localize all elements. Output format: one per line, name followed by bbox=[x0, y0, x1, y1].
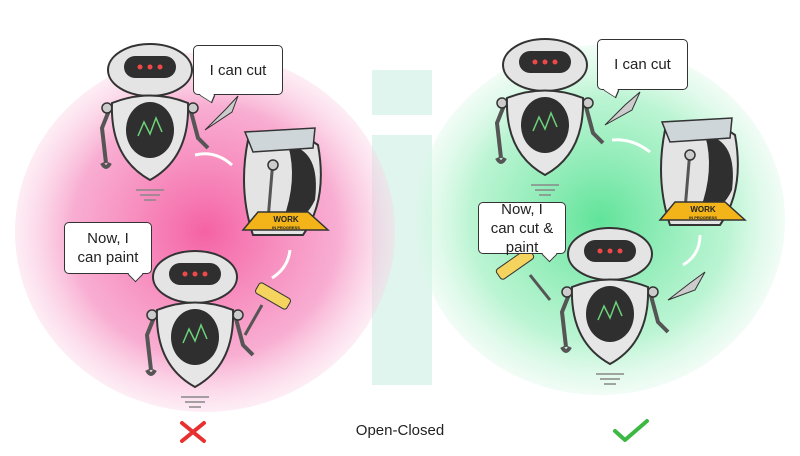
knife-icon bbox=[204, 95, 239, 131]
green-check-icon bbox=[613, 419, 649, 442]
caption: Open-Closed bbox=[355, 422, 445, 439]
wip-sign-title: WORK bbox=[690, 205, 716, 214]
arrow-icon bbox=[271, 249, 292, 280]
speech-bubble-left-bottom: Now, I can paint bbox=[64, 222, 152, 274]
speech-bubble-right-top: I can cut bbox=[597, 39, 688, 90]
wip-sign-subtitle: IN PROGRESS bbox=[272, 225, 300, 230]
wip-sign-subtitle: IN PROGRESS bbox=[689, 215, 717, 220]
arrow-icon bbox=[682, 234, 702, 267]
speech-bubble-left-top: I can cut bbox=[193, 45, 283, 95]
wip-sign-right: WORK IN PROGRESS bbox=[683, 206, 723, 222]
knife-icon bbox=[667, 271, 706, 301]
wip-sign-left: WORK IN PROGRESS bbox=[266, 216, 306, 232]
speech-bubble-right-bottom: Now, I can cut & paint bbox=[478, 201, 566, 256]
knife-icon bbox=[604, 91, 641, 126]
paint-roller-icon bbox=[243, 282, 291, 336]
arrow-icon bbox=[194, 152, 233, 167]
wip-sign-title: WORK bbox=[273, 215, 299, 224]
arrow-icon bbox=[611, 138, 651, 154]
red-x-icon bbox=[180, 421, 206, 443]
